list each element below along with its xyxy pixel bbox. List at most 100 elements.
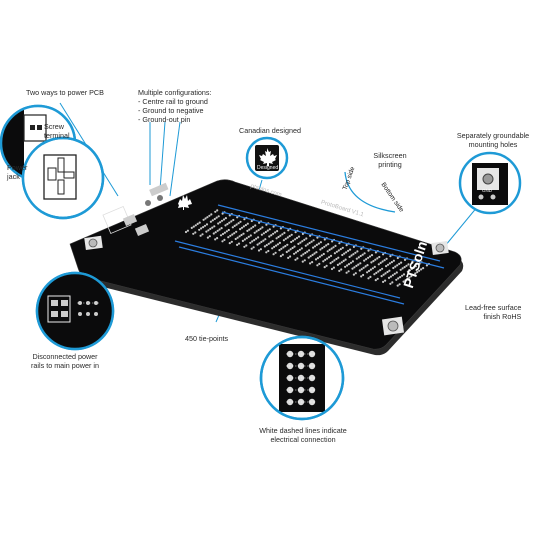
label-silkscreen: Silkscreen printing xyxy=(373,151,407,169)
tie-point xyxy=(233,232,236,235)
tie-point xyxy=(341,253,344,257)
tie-point xyxy=(363,259,366,262)
tie-point xyxy=(375,271,378,274)
tie-point xyxy=(194,224,197,227)
tie-point xyxy=(262,232,265,235)
tie-point xyxy=(208,235,211,238)
tie-point xyxy=(310,240,313,243)
tie-point xyxy=(243,238,246,241)
tie-point xyxy=(242,232,245,235)
tie-point xyxy=(212,232,215,235)
tie-point xyxy=(257,249,261,252)
tie-point xyxy=(253,239,256,242)
tie-point xyxy=(335,257,338,261)
tie-point xyxy=(294,258,297,261)
tie-point xyxy=(286,243,289,246)
tie-point xyxy=(418,269,421,272)
tie-point xyxy=(194,231,197,234)
tie-point xyxy=(402,280,405,283)
tie-point xyxy=(405,264,408,267)
tie-point xyxy=(318,255,321,258)
tie-point xyxy=(239,228,242,231)
tie-point xyxy=(220,227,223,230)
tie-point xyxy=(391,274,394,277)
tie-point xyxy=(236,216,239,219)
tie-point xyxy=(357,256,360,259)
tie-point xyxy=(231,226,234,229)
tie-point xyxy=(300,254,303,257)
tie-point xyxy=(246,229,249,232)
tie-point xyxy=(395,278,398,281)
tie-point xyxy=(231,233,234,236)
tie-point xyxy=(236,243,239,246)
tie-point xyxy=(328,256,331,259)
label-dashed-lines: White dashed lines indicate electrical c… xyxy=(259,426,347,444)
tie-point xyxy=(240,233,243,237)
tie-point xyxy=(323,266,326,269)
tie-point xyxy=(293,245,296,248)
tie-point xyxy=(278,241,281,244)
tie-point xyxy=(229,234,232,237)
tie-point xyxy=(338,262,341,265)
tie-point-zoom xyxy=(308,386,316,394)
tie-point xyxy=(304,251,307,255)
tie-point xyxy=(350,254,353,257)
tie-point xyxy=(347,263,351,266)
tie-point xyxy=(360,275,363,278)
tie-point xyxy=(247,235,250,238)
tie-point xyxy=(290,240,293,244)
tie-point xyxy=(281,253,284,256)
tie-point xyxy=(186,229,189,232)
tie-point xyxy=(367,269,371,273)
tie-point xyxy=(376,277,379,280)
tie-point xyxy=(396,264,399,267)
tie-point xyxy=(366,271,369,274)
tie-point xyxy=(275,237,278,240)
tie-point xyxy=(288,235,291,238)
tie-point xyxy=(326,257,329,260)
tie-point xyxy=(249,234,252,237)
tie-point xyxy=(252,225,255,228)
tie-point xyxy=(374,251,377,254)
tie-point xyxy=(382,273,385,276)
tie-point xyxy=(352,245,355,248)
tie-point xyxy=(326,250,329,253)
tie-point xyxy=(276,230,279,233)
tie-point xyxy=(219,234,223,237)
tie-point xyxy=(377,263,380,266)
tie-point xyxy=(213,225,216,228)
tie-point xyxy=(272,232,275,235)
tie-point xyxy=(393,272,396,275)
tie-point xyxy=(235,223,238,226)
tie-point xyxy=(298,248,301,251)
callout-power-jack xyxy=(21,136,105,220)
tie-point xyxy=(311,261,314,264)
tie-point xyxy=(389,255,392,258)
tie-point xyxy=(386,270,389,274)
tie-point xyxy=(294,238,297,241)
tie-point xyxy=(208,214,211,217)
tie-point xyxy=(344,258,347,261)
tie-point xyxy=(279,234,282,237)
tie-point xyxy=(307,256,310,259)
tie-point xyxy=(243,245,246,248)
tie-point xyxy=(325,244,328,247)
tie-point xyxy=(278,249,281,252)
tie-point xyxy=(392,259,395,262)
tie-point xyxy=(385,265,388,268)
tie-point xyxy=(389,275,392,278)
tie-point xyxy=(308,241,311,245)
tie-point xyxy=(274,251,277,254)
tie-point xyxy=(366,264,369,267)
tie-point xyxy=(347,249,350,252)
tie-point xyxy=(408,269,411,272)
tie-point xyxy=(412,266,415,269)
tie-point xyxy=(344,265,347,268)
tie-point xyxy=(315,251,318,254)
tie-point xyxy=(322,260,325,263)
tie-point xyxy=(330,267,334,271)
tie-point xyxy=(355,257,358,260)
callout-disconnected-rails xyxy=(35,271,115,351)
tie-point xyxy=(250,227,253,230)
tie-point xyxy=(279,227,282,230)
